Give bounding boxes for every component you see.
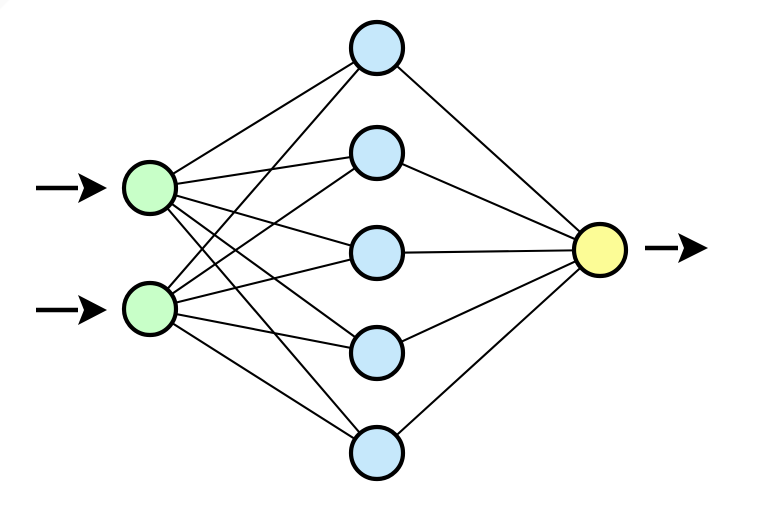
edges-group (148, 46, 602, 455)
network-edge (148, 186, 379, 455)
node-circle-out-1[interactable] (571, 221, 629, 279)
node-circle-in-2[interactable] (121, 280, 179, 338)
network-edge (148, 186, 379, 355)
input-arrow-bottom-icon (36, 295, 107, 325)
network-edge (375, 248, 602, 355)
nodes-group (121, 19, 629, 482)
node-circle-hid-1[interactable] (348, 19, 406, 77)
node-hid-2[interactable] (348, 124, 406, 182)
node-circle-hid-5[interactable] (348, 424, 406, 482)
arrow-head (78, 173, 107, 203)
network-edge (148, 307, 379, 355)
node-circle-hid-4[interactable] (348, 324, 406, 382)
network-edge (148, 46, 379, 311)
network-edge (148, 307, 379, 455)
network-edge (375, 248, 602, 255)
network-edge (148, 151, 379, 311)
network-edge (148, 151, 379, 190)
node-circle-hid-3[interactable] (348, 224, 406, 282)
io-arrows-group (36, 173, 708, 325)
node-circle-in-1[interactable] (121, 159, 179, 217)
node-hid-1[interactable] (348, 19, 406, 77)
node-in-1[interactable] (121, 159, 179, 217)
arrow-head (678, 233, 708, 263)
network-edge (375, 46, 602, 252)
network-edge (375, 248, 602, 455)
input-arrow-top-icon (36, 173, 107, 203)
node-hid-4[interactable] (348, 324, 406, 382)
arrow-head (78, 295, 107, 325)
node-circle-hid-2[interactable] (348, 124, 406, 182)
node-hid-3[interactable] (348, 224, 406, 282)
node-hid-5[interactable] (348, 424, 406, 482)
network-edge (148, 46, 379, 190)
output-arrow-icon (645, 233, 708, 263)
network-edge (148, 186, 379, 255)
network-edge (148, 251, 379, 311)
node-out-1[interactable] (571, 221, 629, 279)
network-edge (375, 151, 602, 252)
node-in-2[interactable] (121, 280, 179, 338)
